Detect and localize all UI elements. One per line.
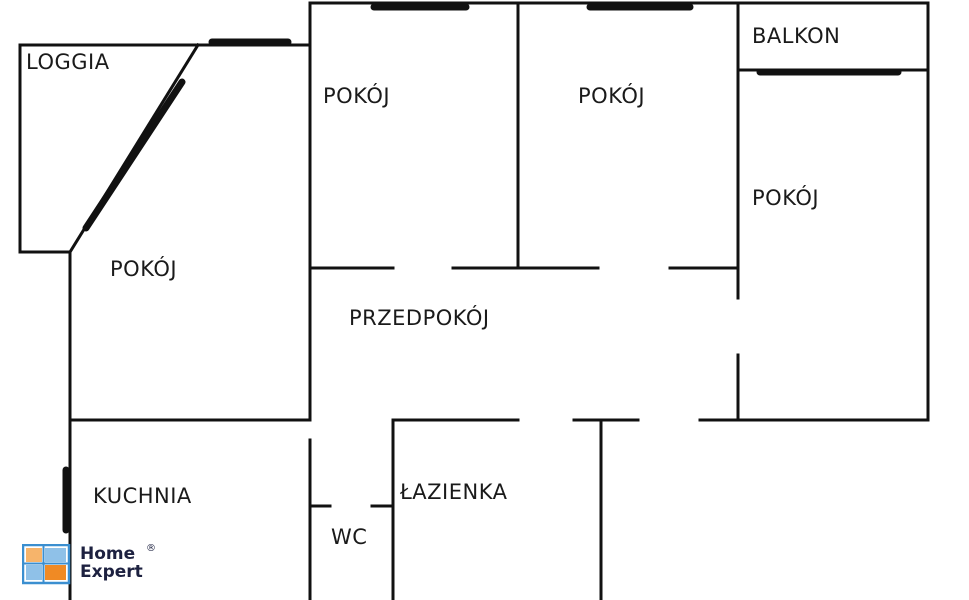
label-wc: WC (331, 525, 368, 549)
logo-line1: Home (80, 544, 136, 564)
loggia-window (82, 78, 186, 232)
label-balkon: BALKON (752, 24, 841, 48)
label-room-left: POKÓJ (110, 257, 178, 281)
label-loggia: LOGGIA (26, 50, 110, 74)
label-room-top2: POKÓJ (578, 84, 646, 108)
label-bathroom: ŁAZIENKA (400, 480, 508, 504)
label-room-top1: POKÓJ (323, 84, 391, 108)
loggia-walls (18, 42, 201, 255)
logo-line2: Expert (80, 562, 143, 582)
home-expert-logo: Home Expert ® (22, 543, 162, 587)
inner-walls (68, 1, 930, 600)
floorplan-logo-icon (22, 544, 71, 585)
label-hall: PRZEDPOKÓJ (349, 306, 490, 330)
label-kitchen: KUCHNIA (93, 484, 192, 508)
outer-walls (68, 1, 930, 600)
logo-registered-mark: ® (146, 543, 156, 554)
label-room-right: POKÓJ (752, 186, 820, 210)
